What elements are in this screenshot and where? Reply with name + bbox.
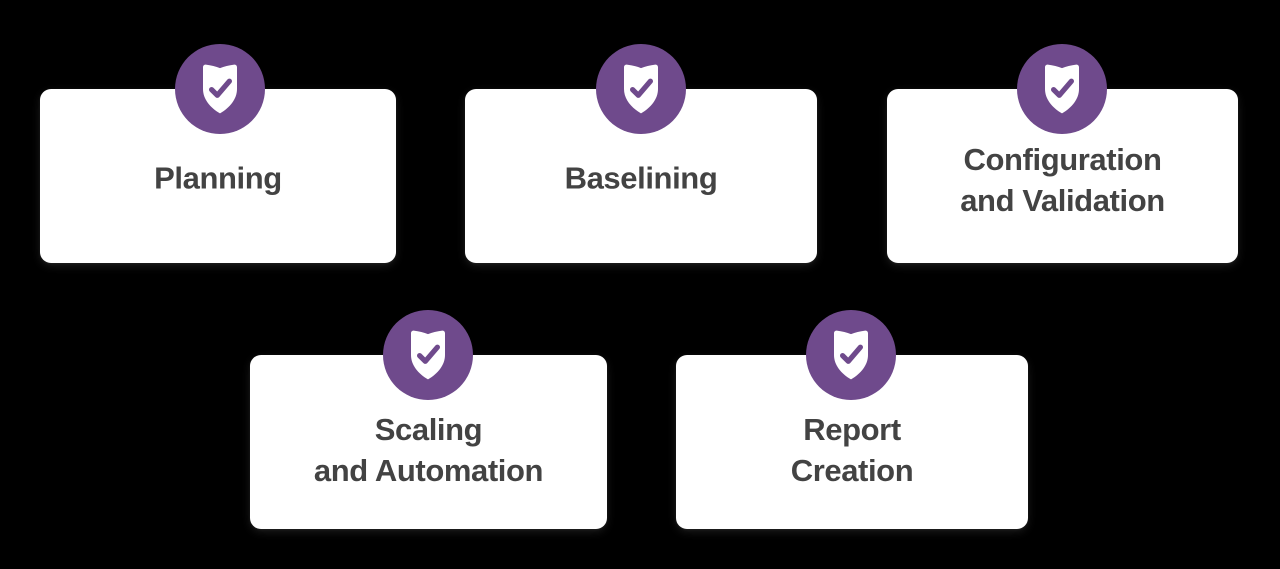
step-icon-badge-planning xyxy=(175,44,265,134)
step-icon-badge-baselining xyxy=(596,44,686,134)
shield-check-icon xyxy=(405,330,451,380)
shield-check-icon xyxy=(828,330,874,380)
step-icon-badge-configuration-and-validation xyxy=(1017,44,1107,134)
shield-check-icon xyxy=(618,64,664,114)
step-card-label: Report Creation xyxy=(790,412,914,488)
step-icon-badge-report-creation xyxy=(806,310,896,400)
step-icon-badge-scaling-and-automation xyxy=(383,310,473,400)
shield-check-icon xyxy=(197,64,243,114)
shield-check-icon xyxy=(1039,64,1085,114)
step-card-label: Planning xyxy=(154,160,282,196)
step-card-label: Configuration and Validation xyxy=(960,142,1165,218)
step-card-label: Baselining xyxy=(564,160,718,196)
step-card-label: Scaling and Automation xyxy=(313,412,544,488)
